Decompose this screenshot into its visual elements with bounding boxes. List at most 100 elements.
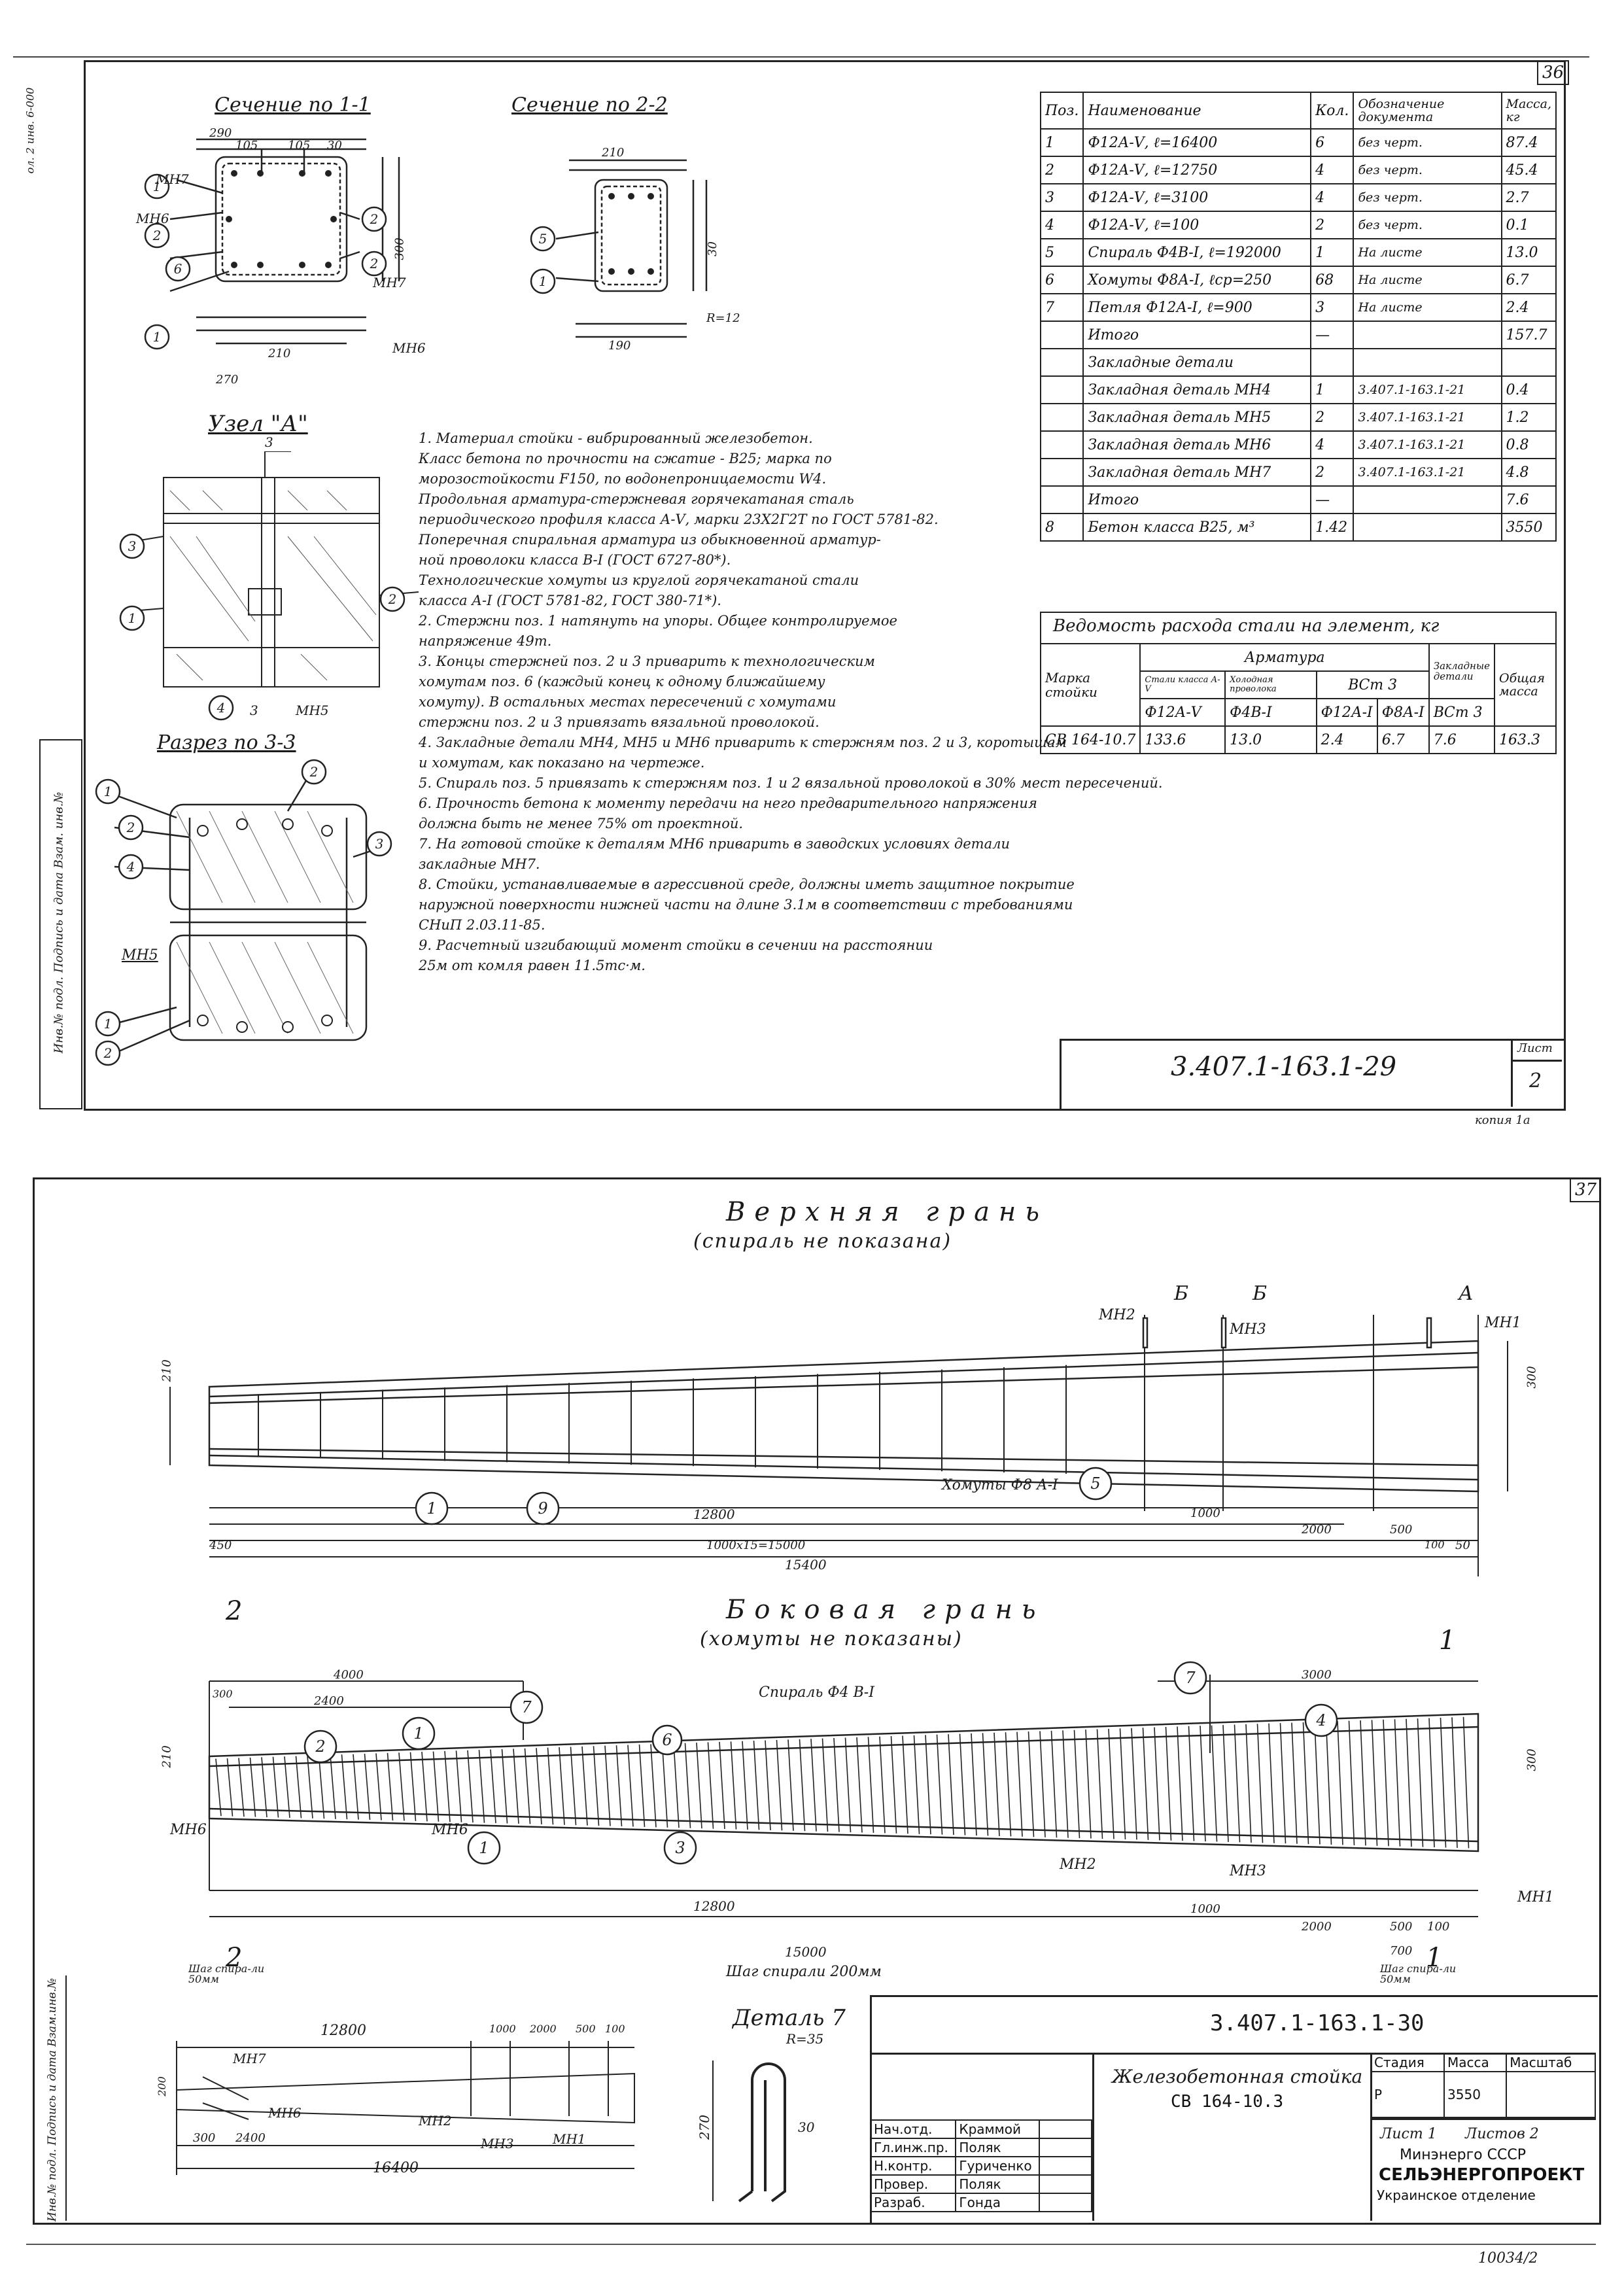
- small-mark-mn1: МН1: [553, 2131, 586, 2147]
- spec-cell: 4: [1039, 211, 1084, 239]
- spec-cell: 2.7: [1500, 183, 1557, 212]
- spec-cell: Бетон класса В25, м³: [1082, 513, 1312, 542]
- spiral-turn: [821, 1738, 829, 1832]
- side-dim-15000: 15000: [785, 1944, 827, 1960]
- spiral-turn: [467, 1750, 474, 1823]
- spec-head: Масса, кг: [1500, 92, 1557, 130]
- pitch-mid: Шаг спирали 200мм: [726, 1964, 882, 1980]
- side-dim-210: 210: [160, 1745, 174, 1768]
- note-line: 6. Прочность бетона к моменту передачи н…: [419, 795, 1037, 811]
- spec-row: Итого—7.6: [1039, 485, 1557, 514]
- tb-org-1: Минэнерго СССР: [1400, 2147, 1526, 2163]
- spiral-turn: [1073, 1730, 1080, 1839]
- spiral-turn: [238, 1758, 245, 1817]
- spiral-turn: [1417, 1718, 1424, 1847]
- cut-title: Разрез по 3-3: [157, 731, 296, 754]
- signer-name: Поляк: [955, 2174, 1040, 2194]
- small-dim-500: 500: [576, 2023, 596, 2035]
- spiral-turn: [844, 1737, 852, 1833]
- spec-head: Поз.: [1039, 92, 1084, 130]
- spec-cell: [1353, 485, 1502, 514]
- side-cut-mark-2: 2: [226, 1596, 243, 1626]
- top-dim-210: 210: [160, 1359, 174, 1382]
- small-mark-mn2: МН2: [419, 2113, 452, 2129]
- svg-text:6: 6: [662, 1731, 672, 1749]
- steel-cell: 13.0: [1224, 725, 1317, 754]
- spiral-turn: [1440, 1717, 1447, 1848]
- s1-label-mn7a: МН7: [156, 171, 189, 187]
- top-dim-15000: 1000х15=15000: [706, 1539, 806, 1552]
- spiral-turn: [650, 1744, 657, 1828]
- top-dim-12800: 12800: [693, 1506, 735, 1522]
- spiral-turn: [787, 1739, 794, 1831]
- spiral-turn: [833, 1737, 840, 1832]
- small-dim-100: 100: [605, 2023, 625, 2035]
- top-dim-450: 450: [209, 1539, 232, 1552]
- spiral-turn: [581, 1746, 588, 1826]
- stage-head: Масса: [1443, 2053, 1508, 2072]
- spiral-turn: [295, 1756, 302, 1818]
- spiral-turn: [867, 1737, 874, 1834]
- side-mark-mn2: МН2: [1060, 1856, 1096, 1873]
- spec-cell: 3.407.1-163.1-21: [1353, 458, 1502, 487]
- note-line: морозостойкости F150, по водонепроницаем…: [419, 471, 827, 487]
- spiral-turn: [1234, 1724, 1241, 1843]
- spiral-turn: [272, 1756, 279, 1818]
- signer-name: Гуриченко: [955, 2156, 1040, 2176]
- spiral-turn: [1383, 1719, 1389, 1847]
- spiral-turn: [810, 1739, 817, 1832]
- spec-cell: [1039, 348, 1084, 377]
- svg-text:3: 3: [128, 538, 137, 554]
- spiral-turn: [627, 1745, 634, 1827]
- signer-role: Н.контр.: [869, 2156, 957, 2176]
- side-cut-mark-1: 1: [1439, 1626, 1456, 1656]
- spec-cell: —: [1310, 321, 1355, 349]
- svg-text:1: 1: [153, 329, 162, 345]
- tb-line-v2: [1370, 2053, 1372, 2221]
- steel-col: Ф12А-Ⅰ: [1315, 698, 1378, 727]
- note-line: 25м от комля равен 11.5тс·м.: [419, 958, 646, 973]
- small-dim-16400: 16400: [373, 2160, 419, 2176]
- spec-cell: 2: [1039, 156, 1084, 184]
- signature-cell: [1039, 2156, 1092, 2176]
- svg-text:1: 1: [479, 1839, 489, 1857]
- spiral-turn: [1451, 1717, 1458, 1849]
- spiral-turn: [387, 1752, 394, 1821]
- spec-cell: [1500, 348, 1557, 377]
- spiral-turn: [1348, 1720, 1355, 1845]
- svg-text:4: 4: [1315, 1711, 1326, 1730]
- side-stamp-1: [39, 739, 82, 1109]
- spiral-turn: [1462, 1716, 1470, 1849]
- spec-cell: 3: [1039, 183, 1084, 212]
- tb-line-h2: [1370, 2118, 1596, 2120]
- spiral-turn: [1291, 1722, 1298, 1844]
- spiral-turn: [1039, 1731, 1046, 1837]
- spiral-turn: [1337, 1721, 1343, 1845]
- svg-text:5: 5: [1090, 1474, 1100, 1493]
- steel-col: ВСт 3: [1428, 698, 1496, 727]
- spiral-turn: [1256, 1724, 1264, 1843]
- spiral-turn: [570, 1747, 577, 1826]
- spec-cell: [1353, 513, 1502, 542]
- svg-text:2: 2: [315, 1737, 325, 1756]
- node-label-3a: 3: [265, 434, 273, 450]
- spiral-turn: [971, 1733, 977, 1836]
- spec-cell: 157.7: [1500, 321, 1557, 349]
- sheet1-titleblock-div2: [1511, 1060, 1562, 1062]
- spiral-turn: [719, 1741, 725, 1830]
- spiral-turn: [799, 1739, 806, 1832]
- spiral-turn: [330, 1754, 336, 1819]
- spec-cell: 4: [1310, 183, 1355, 212]
- spec-head: Обозначение документа: [1353, 92, 1502, 130]
- spec-cell: 13.0: [1500, 238, 1557, 267]
- tb-item-code: СВ 164-10.3: [1171, 2092, 1284, 2112]
- svg-text:4: 4: [216, 700, 226, 716]
- signature-cell: [1039, 2174, 1092, 2194]
- spec-cell: Ф12А-Ⅴ, ℓ=16400: [1082, 128, 1312, 157]
- spec-cell: 3: [1310, 293, 1355, 322]
- spiral-turn: [1222, 1725, 1229, 1842]
- top-mark-mn1: МН1: [1485, 1315, 1521, 1331]
- bottom-mark: 10034/2: [1478, 2250, 1538, 2267]
